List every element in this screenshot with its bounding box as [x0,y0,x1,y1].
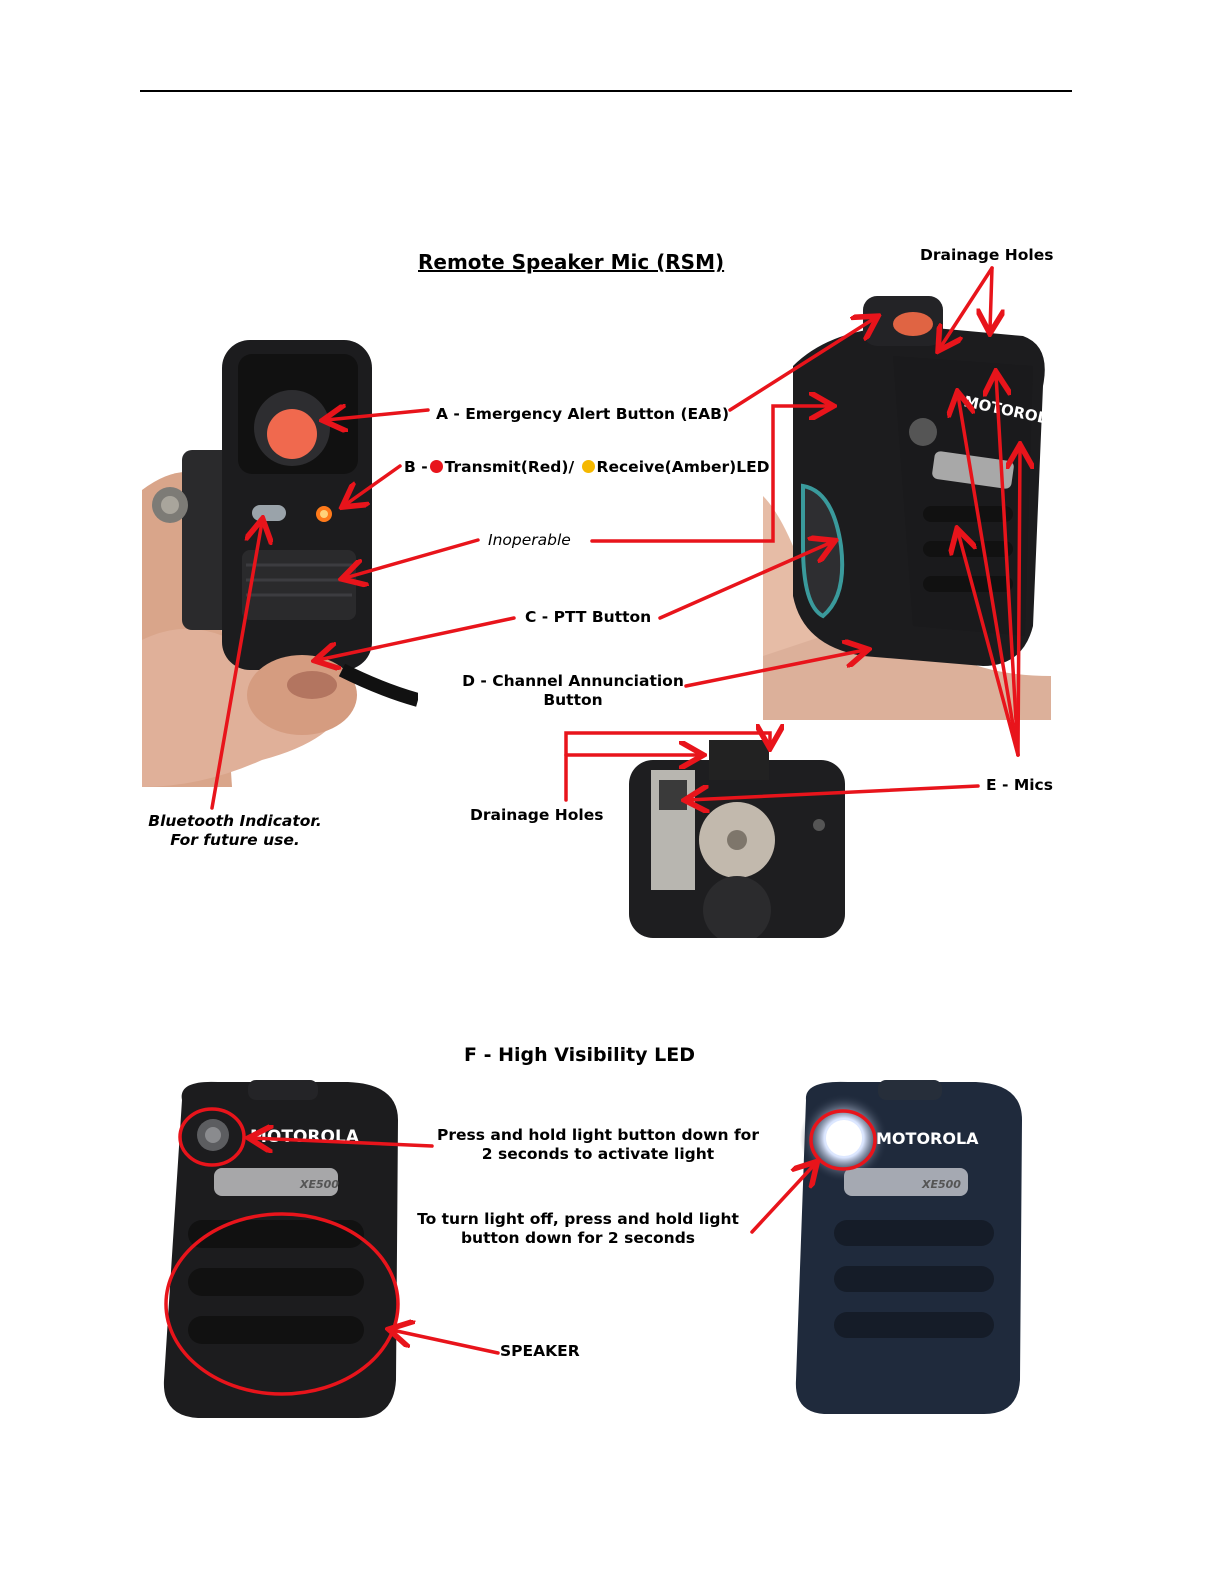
arrow-e-4 [958,532,1020,757]
arrow-e-2 [996,375,1020,757]
label-d-line1: D - Channel Annunciation [462,672,684,690]
bluetooth-indicator-label: Bluetooth Indicator. For future use. [140,812,330,851]
section-f-title: F - High Visibility LED [464,1044,696,1066]
model-text-left: XE500 [299,1178,339,1191]
speaker-label: SPEAKER [500,1342,580,1360]
rsm-side-view-photo [142,340,418,787]
drainage-holes-label-top: Drainage Holes [920,246,1054,264]
arrow-turn-off [750,1164,815,1234]
bluetooth-line1: Bluetooth Indicator. [148,812,322,830]
label-b-led: B - Transmit(Red)/ Receive(Amber)LED [404,458,770,477]
arrow-inoperable-right [590,406,830,543]
label-e-mics: E - Mics [986,776,1053,794]
label-a-emergency-alert: A - Emergency Alert Button (EAB) [436,405,730,423]
turn-off-line1: To turn light off, press and hold light [417,1210,739,1228]
red-dot-icon [429,460,443,473]
label-d-line2: Button [543,691,603,710]
label-b-receive: Receive(Amber)LED [596,458,770,476]
label-b-transmit: Transmit(Red)/ [444,458,575,476]
press-hold-line1: Press and hold light button down for [437,1126,759,1144]
inoperable-label: Inoperable [488,531,571,549]
press-hold-line2: 2 seconds to activate light [481,1145,715,1164]
arrow-b [345,464,402,505]
arrow-inoperable-left [345,538,480,578]
arrow-drainage-bottom-1 [564,733,770,802]
arrow-bluetooth [210,522,262,810]
page-title: Remote Speaker Mic (RSM) [418,250,725,274]
arrow-drainage-top-2 [990,266,992,330]
arrow-d [684,650,865,688]
arrow-a-left [326,410,430,420]
arrow-c-left [318,616,516,660]
rsm-front-led-on-photo: MOTOROLA XE500 [788,1080,1028,1416]
arrow-drainage-top-1 [940,266,994,348]
arrow-a-right [728,318,875,412]
turn-off-line2: button down for 2 seconds [460,1229,696,1248]
label-b-prefix: B - [404,458,428,476]
label-d-channel: D - Channel Annunciation Button [462,672,684,711]
brand-text-right: MOTOROLA [876,1129,979,1148]
arrow-press-hold [252,1138,434,1146]
label-c-ptt: C - PTT Button [525,608,652,626]
rsm-front-led-off-photo: MOTOROLA XE500 [158,1080,406,1420]
arrow-speaker [392,1330,500,1355]
circle-speaker [164,1212,400,1396]
drainage-holes-label-bottom: Drainage Holes [470,806,604,824]
bluetooth-line2: For future use. [170,831,300,850]
header-rule [140,90,1072,92]
arrow-e-5 [688,784,980,800]
circle-light-button-left [178,1107,246,1167]
turn-off-instructions: To turn light off, press and hold light … [410,1210,746,1249]
arrow-e-3 [1018,448,1020,757]
arrow-e-1 [958,395,1020,757]
amber-dot-icon [581,460,595,473]
model-text-right: XE500 [921,1178,961,1191]
press-hold-instructions: Press and hold light button down for 2 s… [428,1126,768,1165]
arrow-c-right [658,542,832,620]
circle-light-button-right [809,1109,877,1171]
